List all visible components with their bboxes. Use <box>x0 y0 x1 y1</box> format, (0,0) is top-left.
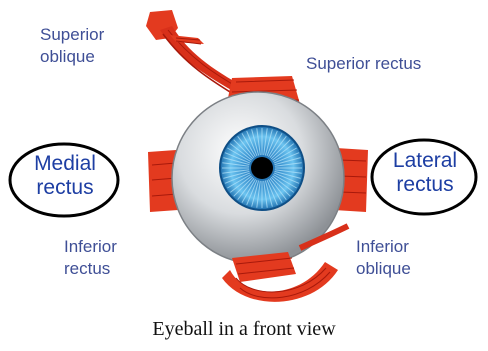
label-superior-oblique-line2: oblique <box>40 46 104 68</box>
label-medial-rectus-line2: rectus <box>20 176 110 200</box>
label-lateral-rectus-line2: rectus <box>380 173 470 197</box>
label-inferior-oblique-line2: oblique <box>356 258 411 280</box>
label-superior-rectus: Superior rectus <box>306 53 421 75</box>
label-inferior-oblique-line1: Inferior <box>356 236 411 258</box>
label-medial-rectus: Medial rectus <box>20 152 110 200</box>
pupil <box>251 157 273 179</box>
label-lateral-rectus-line1: Lateral <box>380 149 470 173</box>
label-lateral-rectus: Lateral rectus <box>380 149 470 197</box>
label-inferior-oblique: Inferior oblique <box>356 236 411 280</box>
figure-caption: Eyeball in a front view <box>0 318 488 341</box>
label-inferior-rectus: Inferior rectus <box>64 236 117 280</box>
label-inferior-rectus-line1: Inferior <box>64 236 117 258</box>
label-inferior-rectus-line2: rectus <box>64 258 117 280</box>
label-superior-rectus-text: Superior rectus <box>306 54 421 73</box>
label-superior-oblique-line1: Superior <box>40 24 104 46</box>
label-medial-rectus-line1: Medial <box>20 152 110 176</box>
label-superior-oblique: Superior oblique <box>40 24 104 68</box>
